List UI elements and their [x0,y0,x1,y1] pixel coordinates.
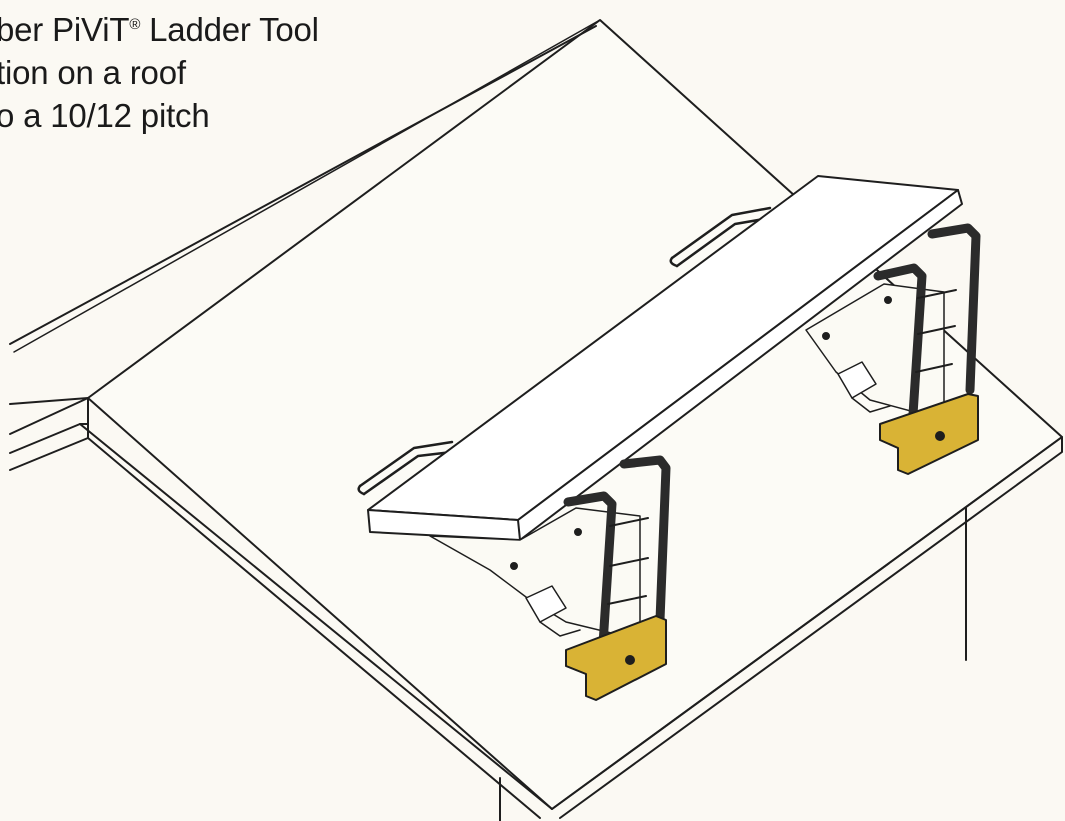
registered-mark: ® [129,16,141,33]
ladder-tool-bracket-left [429,455,671,701]
caption-line-2: tion on a roof [0,54,186,91]
caption-line-1-end: Ladder Tool [140,11,319,48]
caption-text: ber PiViT® Ladder Tool tion on a roof o … [0,8,319,137]
plank [367,175,963,541]
roof-eave-left [9,397,553,819]
roof-ridge [9,25,597,345]
caption-line-1-start: ber PiViT [0,11,130,48]
caption-line-1: ber PiViT® Ladder Tool [0,8,319,51]
caption-line-3: o a 10/12 pitch [0,97,210,134]
plank-hooks [357,206,772,496]
ladder-tool-bracket-right [805,223,981,475]
roof-fascia-right [551,436,1063,819]
